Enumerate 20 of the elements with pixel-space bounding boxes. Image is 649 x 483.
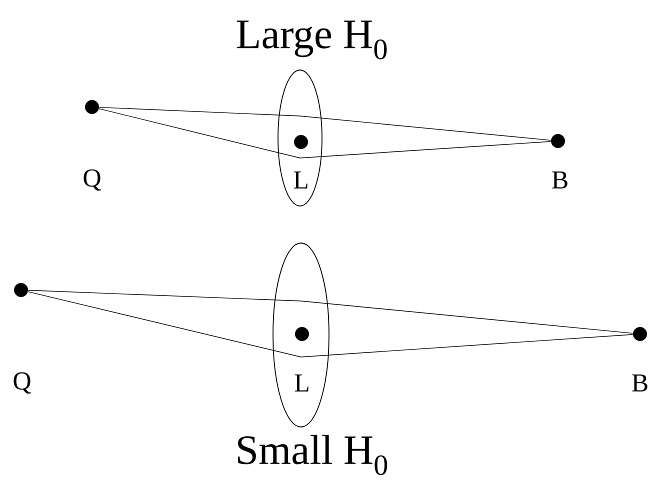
light-ray: [28, 291, 634, 358]
point-label: B: [552, 171, 568, 189]
point-dot: [551, 134, 565, 148]
point-label: Q: [14, 372, 31, 394]
heading: Large H$_{0}$: [236, 20, 387, 60]
lens-ellipse: [272, 242, 330, 428]
light-ray: [98, 108, 552, 158]
light-ray: [98, 106, 552, 141]
point-dot: [85, 100, 99, 114]
point-dot: [295, 327, 309, 341]
point-label: Q: [84, 169, 101, 191]
point-label: B: [632, 374, 648, 392]
heading: Small H$_{0}$: [238, 434, 388, 476]
point-label: L: [294, 374, 308, 392]
point-dot: [14, 283, 28, 297]
lens-ellipse: [278, 70, 322, 206]
point-dot: [294, 135, 308, 149]
light-ray: [28, 290, 634, 334]
point-dot: [633, 327, 647, 341]
point-label: L: [294, 172, 308, 188]
